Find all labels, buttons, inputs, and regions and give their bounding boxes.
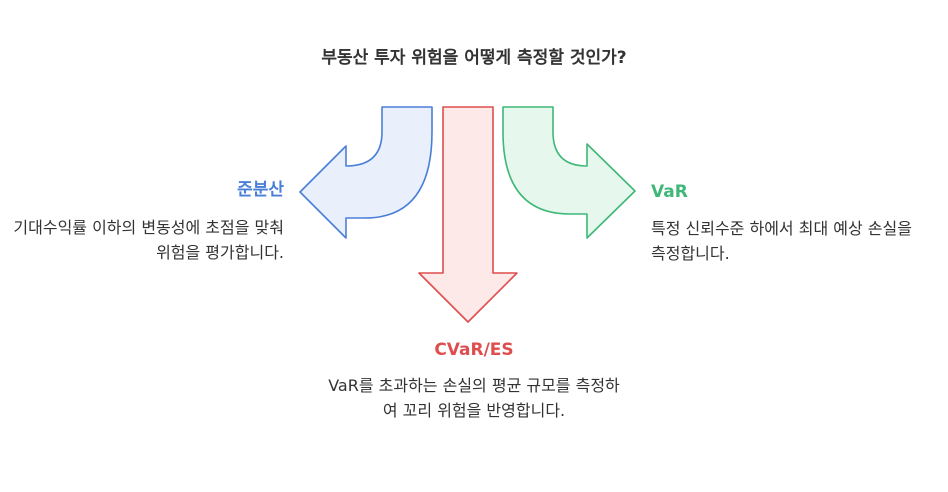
var-heading: VaR xyxy=(651,182,688,202)
var-description: 특정 신뢰수준 하에서 최대 예상 손실을 측정합니다. xyxy=(651,219,912,263)
diagram-title: 부동산 투자 위험을 어떻게 측정할 것인가? xyxy=(321,48,627,68)
cvar-es-description: VaR를 초과하는 손실의 평균 규모를 측정하여 꼬리 위험을 반영합니다. xyxy=(328,376,620,420)
left-curved-arrow xyxy=(299,106,433,239)
semivariance-description: 기대수익률 이하의 변동성에 초점을 맞춰 위험을 평가합니다. xyxy=(13,218,284,262)
down-arrow xyxy=(418,106,518,323)
cvar-es-heading: CVaR/ES xyxy=(434,340,514,360)
right-curved-arrow xyxy=(502,106,636,239)
semivariance-heading: 준분산 xyxy=(237,180,284,200)
